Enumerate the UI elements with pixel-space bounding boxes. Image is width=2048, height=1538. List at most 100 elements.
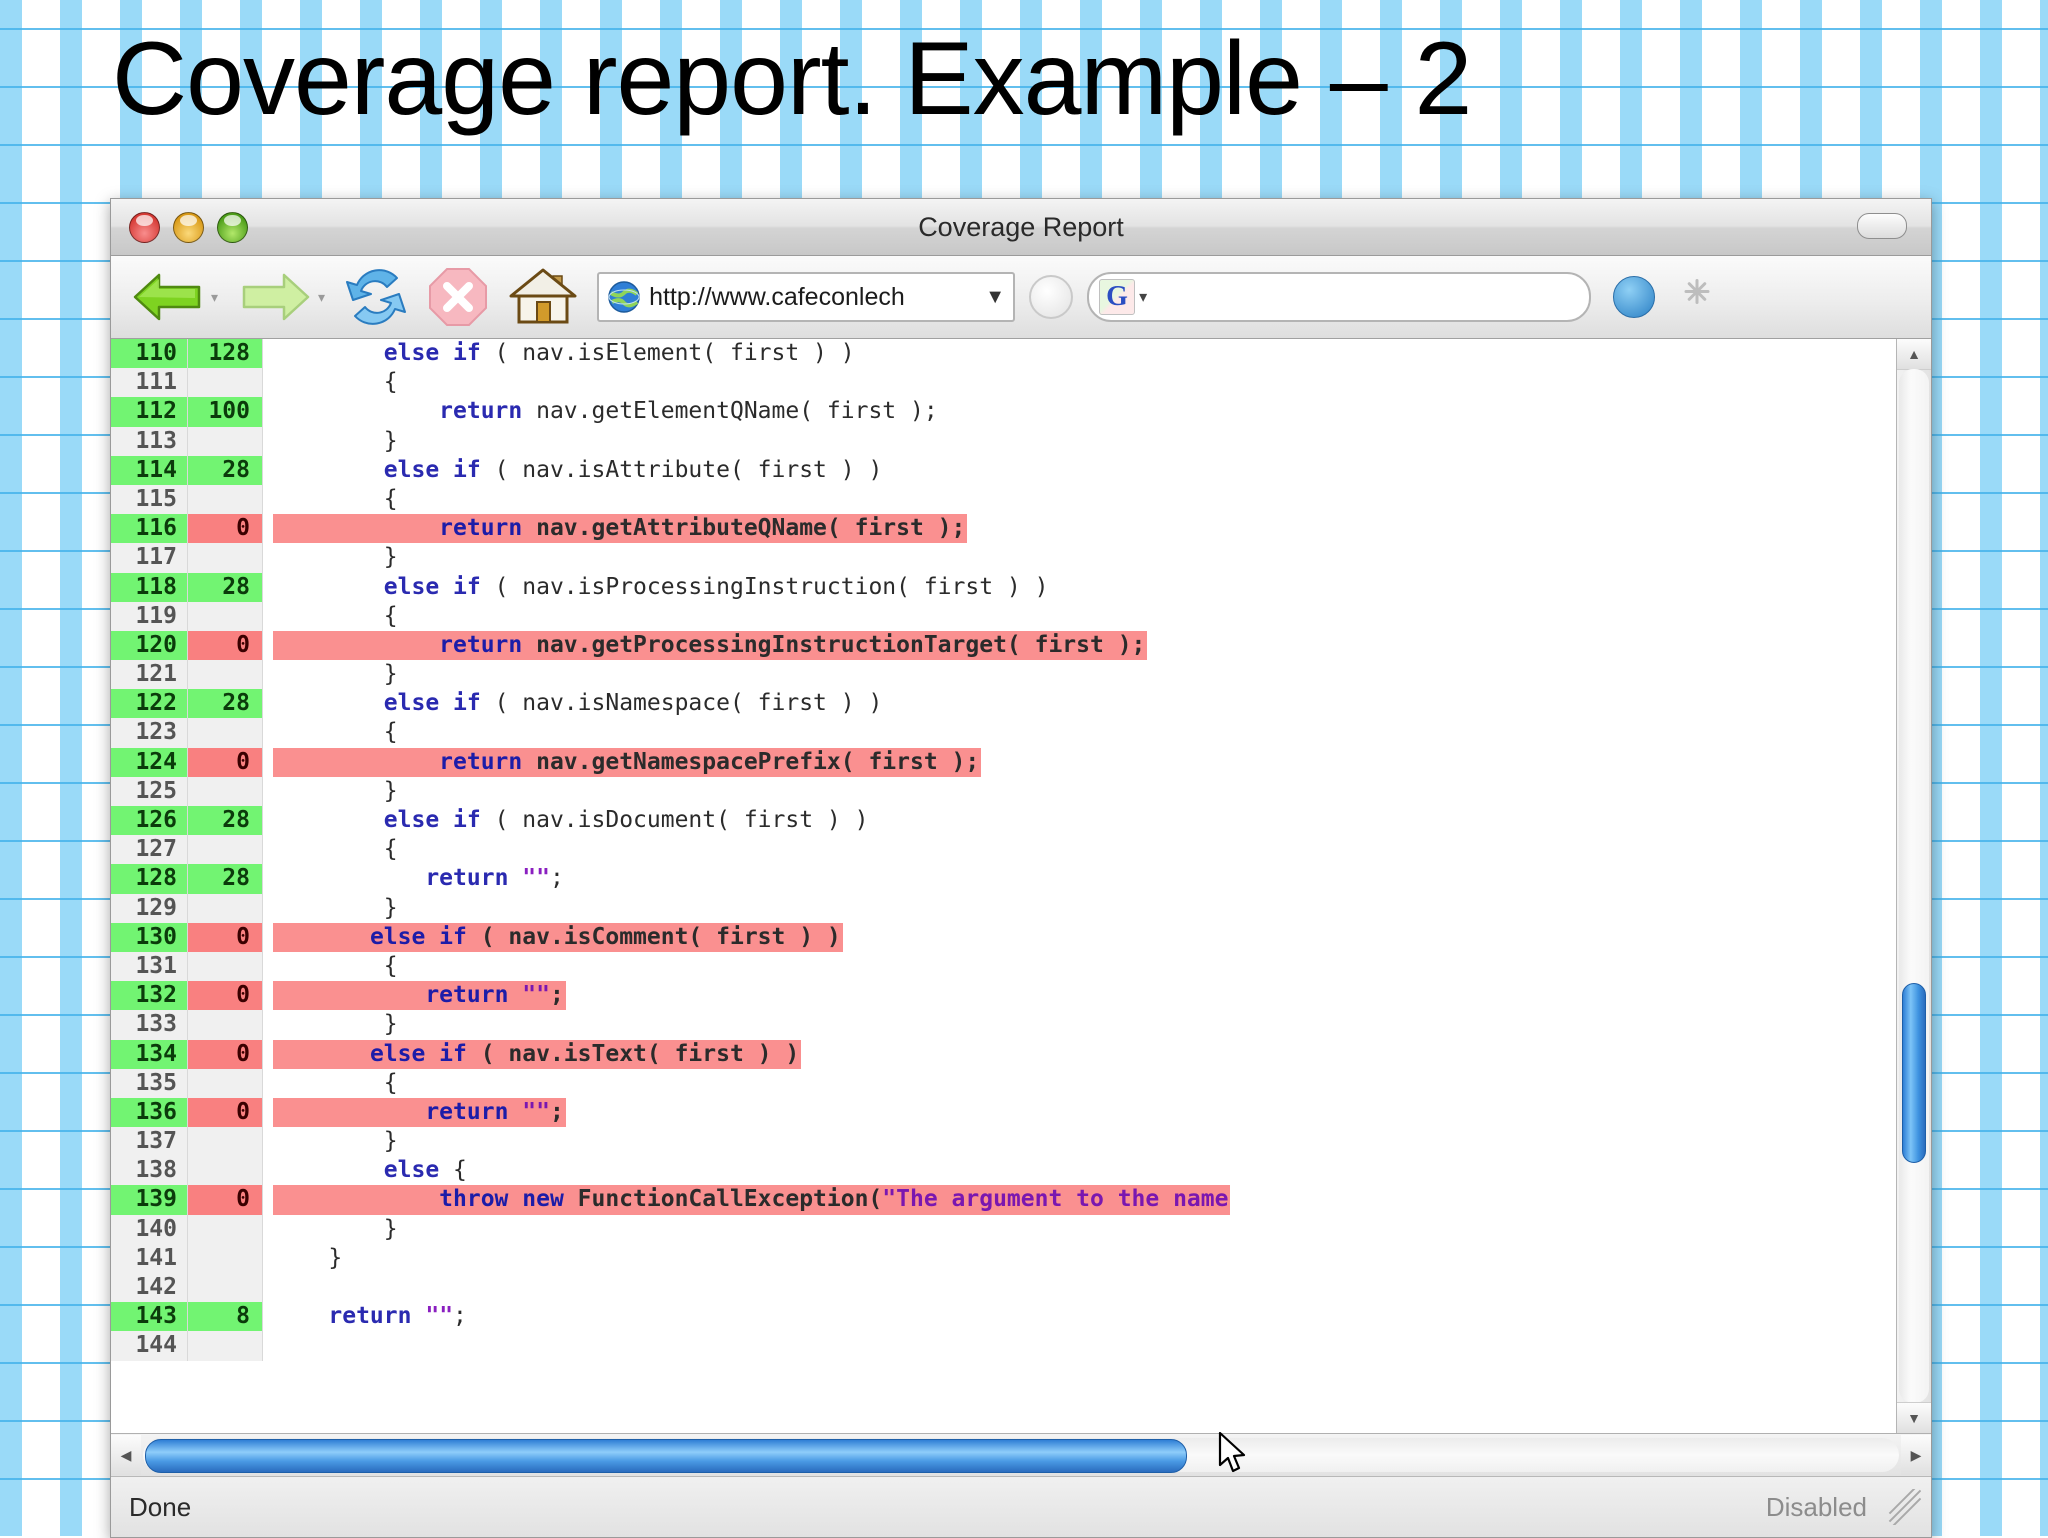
uncovered-code: throw new FunctionCallException("The arg… (273, 1185, 1231, 1215)
hit-count: 28 (188, 864, 263, 894)
browser-window: Coverage Report ▾ ▾ (110, 198, 1932, 1538)
code-token (273, 340, 384, 366)
scroll-down-button[interactable]: ▼ (1897, 1402, 1931, 1433)
covered-code: return ""; (273, 1303, 467, 1329)
code-line-row: 135 { (111, 1068, 1896, 1098)
downloads-button[interactable] (1613, 276, 1656, 318)
source-code: } (273, 1215, 398, 1242)
source-code: { (273, 836, 398, 863)
covered-code: else if ( nav.isProcessingInstruction( f… (273, 574, 1049, 600)
code-token: ( nav.isText( first ) ) (466, 1040, 800, 1067)
uncovered-code: return nav.getAttributeQName( first ); (273, 514, 968, 544)
keyword-token: else if (383, 807, 481, 833)
code-line-row: 144 (111, 1331, 1896, 1361)
globe-icon (608, 281, 640, 313)
hit-count: 28 (188, 806, 263, 836)
search-engine-caret[interactable]: ▾ (1139, 289, 1148, 306)
line-number: 138 (111, 1156, 188, 1186)
back-history-caret[interactable]: ▾ (211, 288, 219, 305)
minimize-button[interactable] (173, 211, 204, 243)
horizontal-scroll-thumb[interactable] (145, 1439, 1187, 1473)
code-token (273, 398, 439, 424)
hit-count: 28 (188, 572, 263, 602)
hit-count: 0 (188, 1097, 263, 1128)
vertical-scroll-track[interactable] (1899, 369, 1929, 1403)
keyword-token: else if (383, 690, 481, 717)
code-line-row: 142 (111, 1273, 1896, 1303)
line-number: 126 (111, 806, 188, 836)
forward-history-caret[interactable]: ▾ (318, 288, 326, 305)
vertical-scrollbar[interactable]: ▲ ▼ (1896, 339, 1931, 1433)
forward-arrow-icon (242, 273, 310, 321)
code-line-row: 113 } (111, 426, 1896, 456)
scroll-right-button[interactable]: ▶ (1901, 1435, 1931, 1475)
hit-count: 0 (188, 747, 263, 777)
uncovered-code: return ""; (273, 1097, 566, 1128)
toolbar-toggle-button[interactable] (1857, 213, 1907, 239)
line-number: 117 (111, 543, 188, 573)
stop-button[interactable] (427, 266, 489, 328)
rss-button[interactable] (1029, 275, 1074, 319)
back-button[interactable]: ▾ (129, 266, 218, 328)
source-code: return ""; (263, 864, 1896, 893)
source-code: else if ( nav.isProcessingInstruction( f… (263, 573, 1896, 602)
home-button[interactable] (507, 266, 579, 328)
forward-button[interactable]: ▾ (236, 266, 325, 328)
horizontal-scrollbar[interactable]: ◀ ▶ (111, 1433, 1931, 1476)
close-button[interactable] (129, 211, 160, 243)
code-token (508, 982, 522, 1008)
source-code: { (273, 369, 398, 396)
horizontal-scroll-track[interactable] (143, 1438, 1899, 1473)
code-token (273, 1041, 370, 1067)
resize-grip[interactable] (1885, 1489, 1921, 1525)
line-number: 128 (111, 864, 188, 894)
hit-count (188, 835, 263, 865)
line-number: 144 (111, 1331, 188, 1361)
line-number: 134 (111, 1039, 188, 1069)
status-security-state: Disabled (1765, 1491, 1867, 1522)
hit-count (188, 1156, 263, 1186)
window-title: Coverage Report (918, 211, 1124, 242)
source-code: } (273, 1244, 343, 1271)
hit-count (188, 426, 263, 456)
zoom-button[interactable] (217, 211, 248, 243)
line-number: 118 (111, 572, 188, 602)
line-number: 115 (111, 484, 188, 515)
keyword-token: else (383, 1157, 440, 1184)
code-line-row: 131 { (111, 951, 1896, 982)
code-token (273, 749, 439, 775)
keyword-token: return (439, 748, 523, 775)
code-line-row: 123 { (111, 718, 1896, 748)
line-number: 141 (111, 1243, 188, 1273)
scroll-left-button[interactable]: ◀ (111, 1435, 141, 1475)
source-code (263, 1331, 1896, 1360)
code-token (411, 1303, 425, 1329)
hit-count (188, 893, 263, 923)
hit-count (188, 1068, 263, 1098)
code-token: ; (453, 1303, 467, 1330)
vertical-scroll-thumb[interactable] (1902, 983, 1926, 1163)
uncovered-code: return nav.getNamespacePrefix( first ); (273, 747, 982, 777)
window-titlebar[interactable]: Coverage Report (111, 199, 1931, 256)
uncovered-code: return nav.getProcessingInstructionTarge… (273, 630, 1148, 661)
hit-count (188, 1010, 263, 1040)
scroll-up-button[interactable]: ▲ (1897, 339, 1931, 370)
address-bar-dropdown-caret[interactable]: ▼ (985, 285, 1006, 308)
address-bar[interactable]: http://www.cafeconlech ▼ (597, 272, 1016, 322)
line-number: 136 (111, 1097, 188, 1128)
code-line-row: 137 } (111, 1127, 1896, 1157)
keyword-token: return (425, 1098, 509, 1125)
source-code: return ""; (263, 981, 1896, 1011)
string-token: "" (522, 1098, 550, 1125)
search-input[interactable]: G ▾ (1087, 272, 1592, 322)
back-arrow-icon (133, 273, 201, 321)
line-number: 142 (111, 1273, 188, 1303)
hit-count: 0 (188, 1185, 263, 1215)
hit-count (188, 601, 263, 631)
reload-button[interactable] (343, 266, 409, 328)
